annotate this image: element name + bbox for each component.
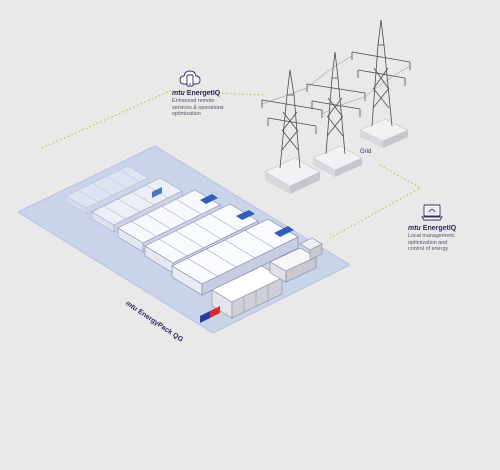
equipment-row-6 bbox=[211, 237, 323, 319]
local-brand: mtu bbox=[408, 225, 421, 232]
grid-label: Grid bbox=[360, 149, 372, 155]
local-description: Local management, optimization and contr… bbox=[408, 233, 456, 253]
equipment-rows bbox=[65, 165, 323, 319]
cloud-label: mtu EnergetIQ Enhanced remote services &… bbox=[172, 90, 262, 118]
local-product: EnergetIQ bbox=[422, 225, 457, 232]
brand-flag-logo bbox=[200, 306, 220, 323]
power-lines bbox=[261, 55, 411, 115]
cloud-brand: mtu bbox=[172, 90, 185, 97]
equipment-row-1 bbox=[65, 165, 149, 215]
transmission-towers bbox=[261, 19, 411, 194]
equipment-row-5 bbox=[171, 218, 299, 296]
cloud-phone-icon bbox=[179, 70, 201, 87]
tower-3 bbox=[351, 19, 411, 148]
laptop-icon bbox=[421, 204, 443, 221]
cloud-title: mtu EnergetIQ bbox=[172, 90, 262, 98]
cloud-link-line bbox=[41, 90, 266, 149]
local-title: mtu EnergetIQ bbox=[408, 225, 488, 233]
connection-lines bbox=[41, 90, 422, 239]
tower-2 bbox=[306, 51, 366, 177]
cloud-description: Enhanced remote services & operations op… bbox=[172, 98, 224, 118]
local-label: mtu EnergetIQ Local management, optimiza… bbox=[408, 225, 488, 253]
tower-1 bbox=[261, 69, 323, 194]
cloud-product: EnergetIQ bbox=[186, 90, 221, 97]
grid-link-line bbox=[329, 164, 422, 239]
